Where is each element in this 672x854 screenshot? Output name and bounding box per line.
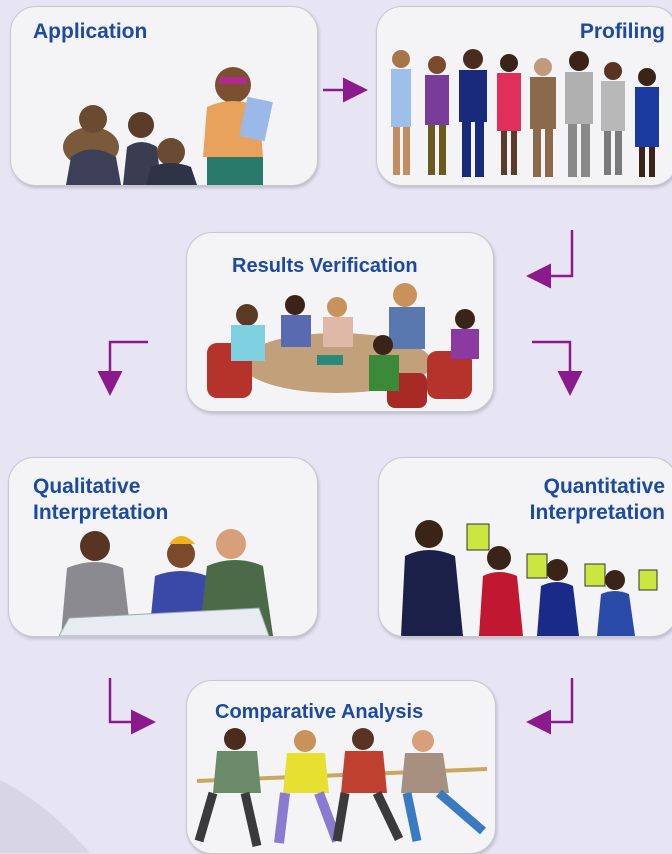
application-box: Application (10, 6, 318, 186)
quantitative-title-line1: Quantitative (543, 475, 665, 498)
results-verification-title: Results Verification (232, 255, 418, 277)
conference-table-illustration (207, 283, 479, 408)
comparative-analysis-title: Comparative Analysis (215, 701, 424, 723)
comparative-analysis-box: Comparative Analysis (186, 680, 496, 854)
workers-with-blueprint-illustration (58, 529, 273, 636)
qualitative-title-line1: Qualitative (33, 475, 141, 498)
application-title: Application (33, 20, 148, 43)
people-lineup-illustration (391, 49, 659, 177)
quantitative-title-line2: Interpretation (529, 501, 665, 524)
tug-of-war-illustration (194, 728, 488, 847)
quantitative-interpretation-box: Quantitative Interpretation (378, 457, 672, 637)
qualitative-title-line2: Interpretation (33, 501, 169, 524)
judges-with-score-cards-illustration (401, 520, 658, 636)
results-verification-box: Results Verification (186, 232, 494, 412)
profiling-box: Profiling (376, 6, 672, 186)
meeting-illustration (63, 67, 273, 185)
profiling-title: Profiling (579, 20, 665, 43)
qualitative-interpretation-box: Qualitative Interpretation (8, 457, 318, 637)
